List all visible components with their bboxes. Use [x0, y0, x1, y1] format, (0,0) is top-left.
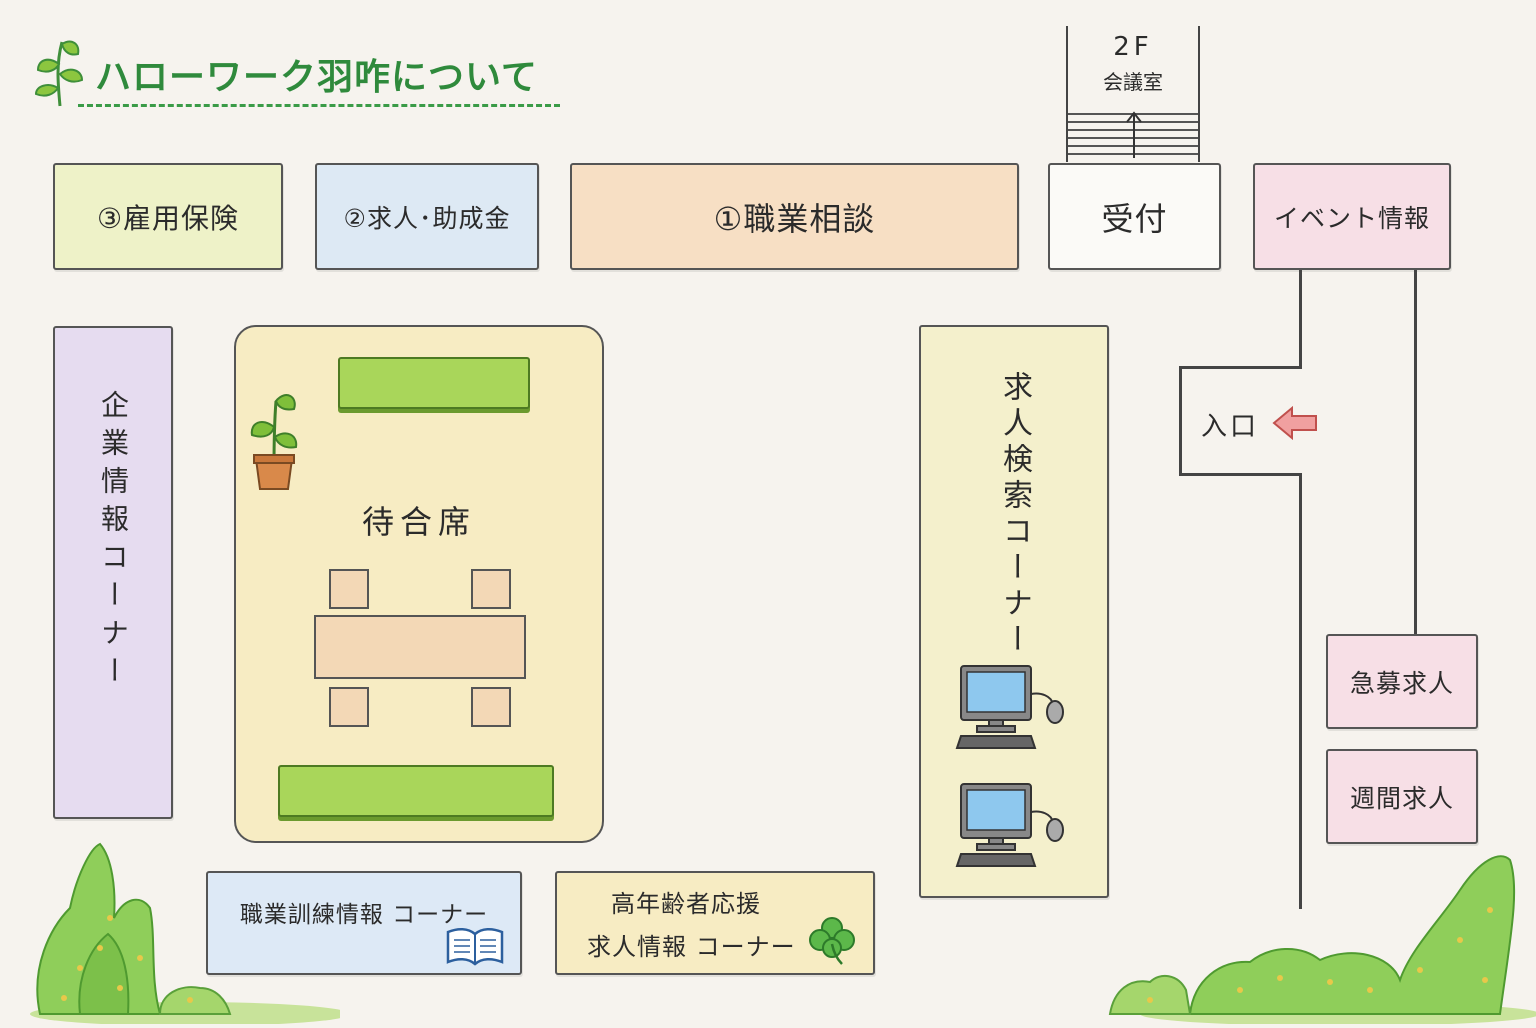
bench-bottom [278, 765, 554, 817]
job-search-label: 求人検索コーナー [997, 371, 1032, 659]
waiting-area: 待合席 [234, 325, 604, 843]
page-title: ハローワーク羽咋について [95, 57, 538, 98]
bush-icon [1090, 850, 1536, 1026]
urgent-jobs-label: 急募求人 [1349, 668, 1454, 698]
book-icon [444, 926, 506, 966]
bush-icon [20, 838, 350, 1026]
kigyo-info-label: 企業情報コーナー [97, 390, 130, 694]
clover-icon [806, 914, 858, 966]
counter-kyujin-josei-label: ②求人･助成金 [343, 203, 511, 233]
leaf-icon [28, 34, 88, 110]
arrow-left-icon [1272, 405, 1320, 441]
counter-koyo-hoken-label: ③雇用保険 [96, 201, 240, 235]
counter-shokugyo-sodan-label: ①職業相談 [713, 199, 876, 238]
plant-icon [244, 387, 304, 497]
entrance-wall-bottom [1299, 473, 1302, 909]
chair [329, 687, 369, 727]
kigyo-info-corner: 企業情報コーナー [53, 326, 173, 819]
counter-uketsuke-label: 受付 [1101, 199, 1168, 238]
counter-kyujin-josei: ②求人･助成金 [315, 163, 539, 270]
entrance-wall-left [1179, 366, 1182, 476]
chair [329, 569, 369, 609]
weekly-jobs-label: 週間求人 [1349, 783, 1454, 813]
waiting-area-label: 待合席 [361, 503, 476, 541]
entrance-label: 入口 [1201, 412, 1260, 442]
event-info-board: イベント情報 [1253, 163, 1451, 270]
counter-shokugyo-sodan: ①職業相談 [570, 163, 1019, 270]
urgent-jobs-board: 急募求人 [1326, 634, 1478, 729]
weekly-jobs-board: 週間求人 [1326, 749, 1478, 844]
title-underline [78, 104, 560, 107]
entrance-wall-top-h [1179, 366, 1302, 369]
stairs-room-label: 会議室 [1103, 70, 1163, 94]
chair [471, 569, 511, 609]
event-info-label: イベント情報 [1273, 203, 1430, 233]
stairs: 2F 会議室 [1066, 26, 1200, 162]
senior-jobs-label-line2: 求人情報 コーナー [587, 933, 796, 961]
computer-icon [955, 664, 1070, 754]
senior-jobs-label-line1: 高年齢者応援 [611, 890, 761, 918]
corridor-wall-right [1414, 270, 1417, 634]
arrow-up-icon [1126, 111, 1142, 158]
computer-icon [955, 782, 1070, 872]
counter-koyo-hoken: ③雇用保険 [53, 163, 283, 270]
stairs-floor-label: 2F [1113, 32, 1153, 62]
chair [471, 687, 511, 727]
entrance-wall-bottom-h [1179, 473, 1302, 476]
senior-jobs-corner: 高年齢者応援 求人情報 コーナー [555, 871, 875, 975]
bench-top [338, 357, 530, 409]
table [314, 615, 526, 679]
entrance-wall-top [1299, 270, 1302, 368]
vocational-training-label: 職業訓練情報 コーナー [239, 902, 489, 928]
counter-uketsuke: 受付 [1048, 163, 1221, 270]
